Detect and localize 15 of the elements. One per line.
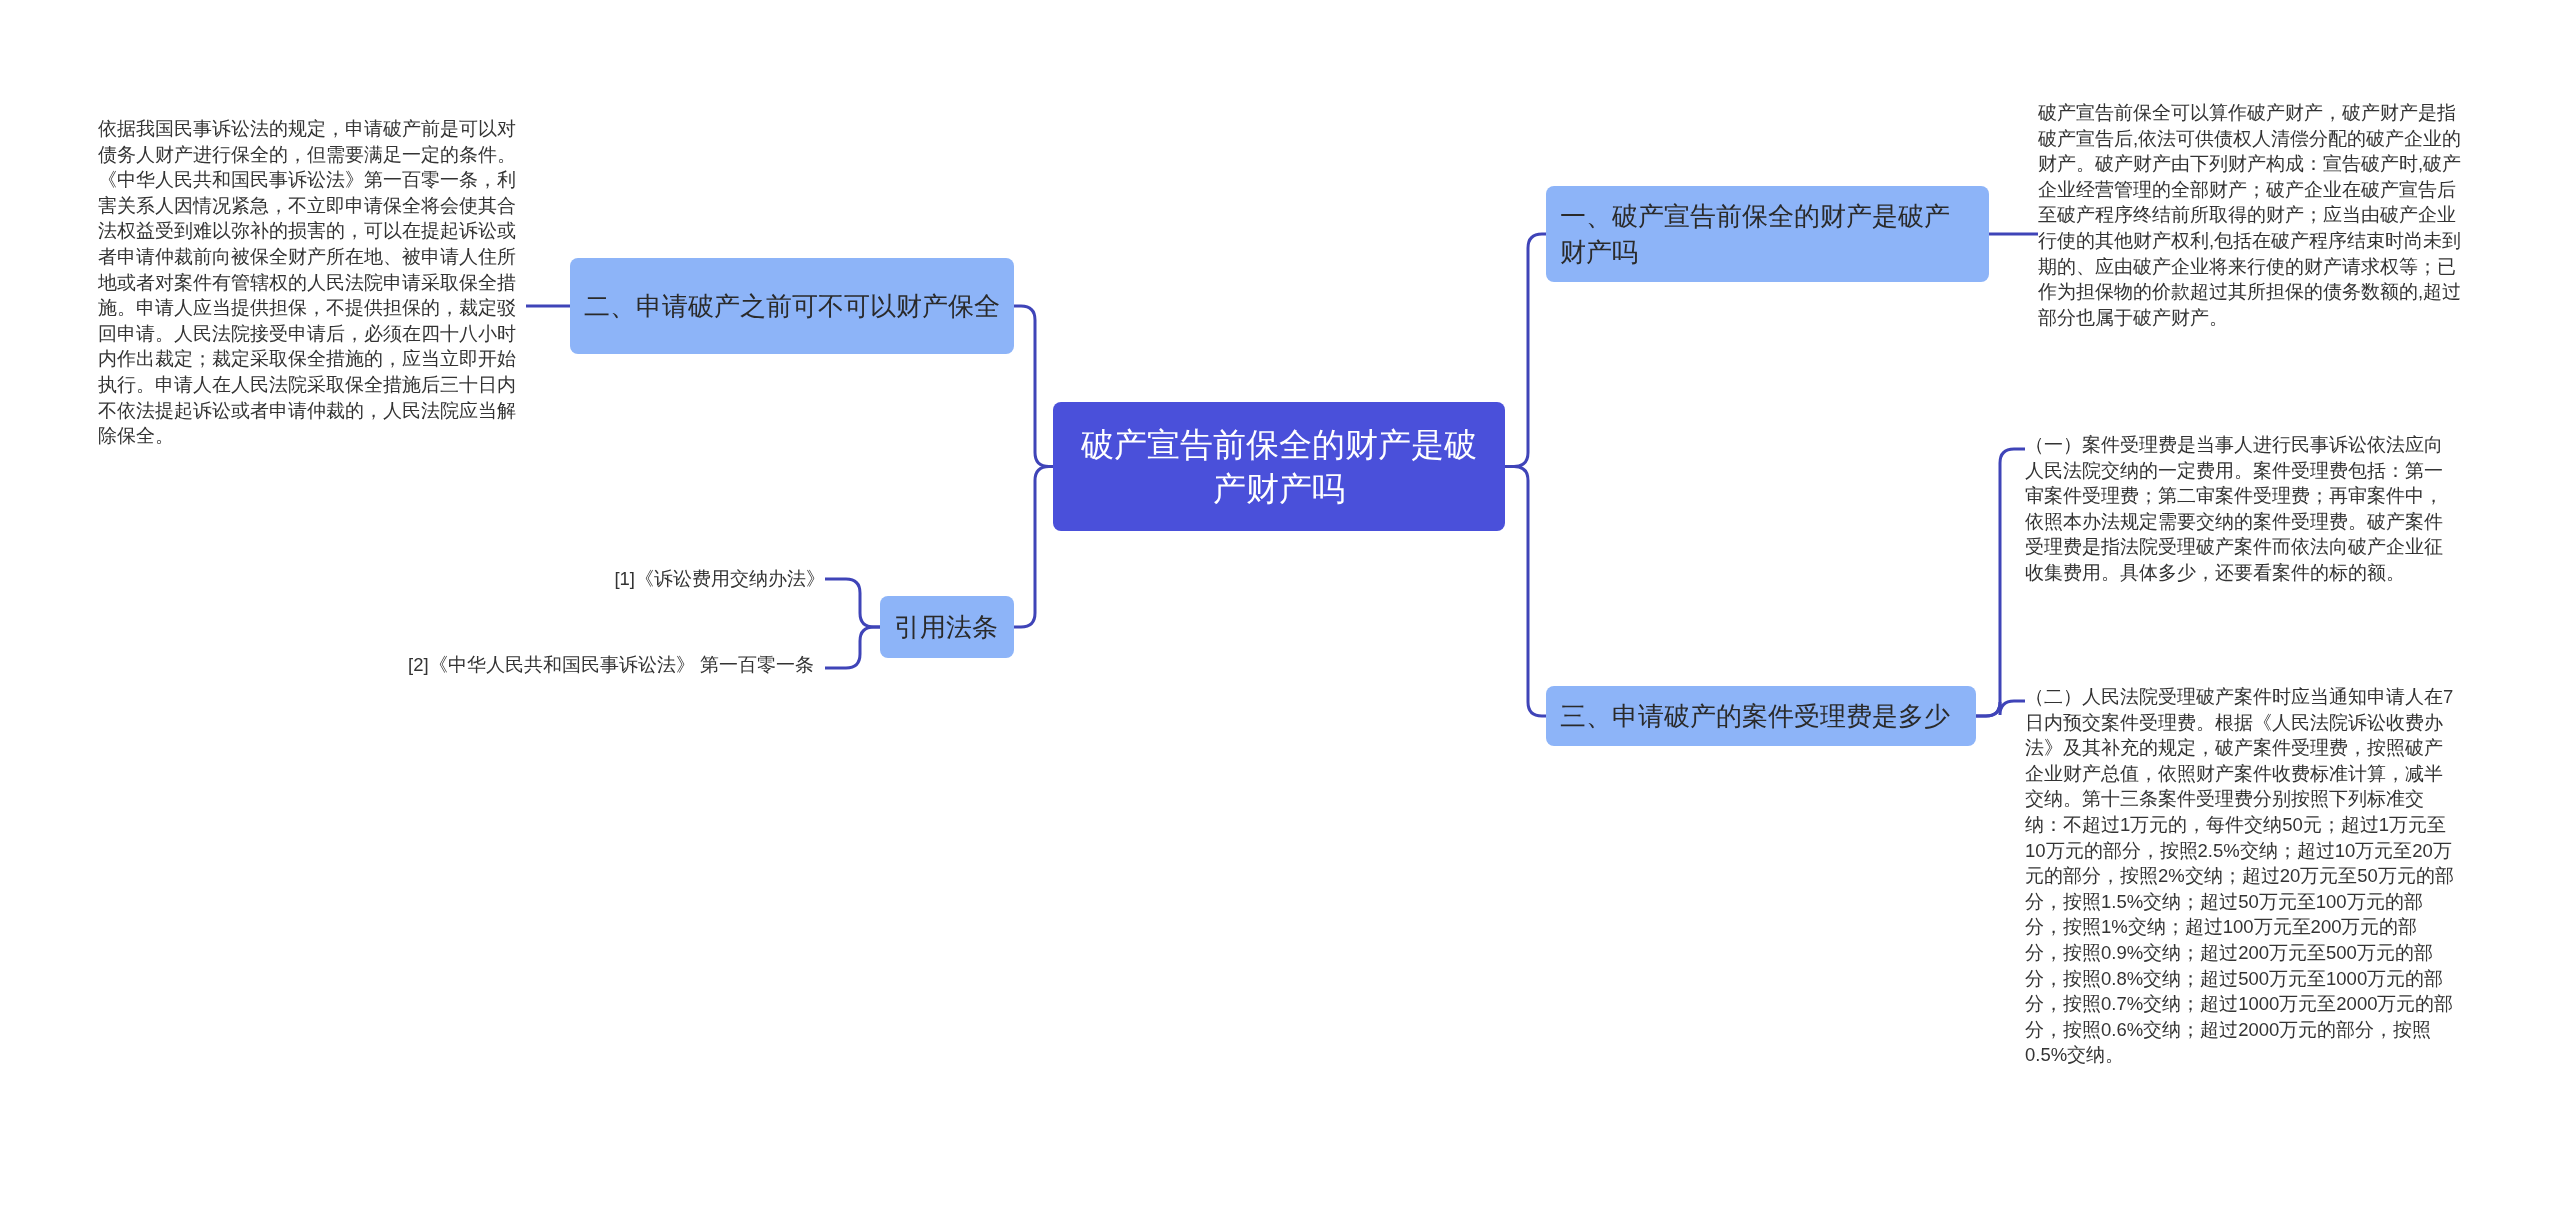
connector-line	[1989, 232, 2038, 236]
topic-box: 引用法条	[880, 596, 1014, 658]
note-text: （一）案件受理费是当事人进行民事诉讼依法应向人民法院交纳的一定费用。案件受理费包括：第一审案件受理费；第二审案件受理费；再审案件中，依照本办法规定需要交纳的案件受理费。破产案件受理费是指法院受理破产案件而依法向破产企业征收集费用。具体多少，还要看案件的标的额。	[2025, 432, 2455, 586]
topic-box: 二、申请破产之前可不可以财产保全	[570, 258, 1014, 354]
note-text: 破产宣告前保全可以算作破产财产，破产财产是指破产宣告后,依法可供债权人清偿分配的破产企业的财产。破产财产由下列财产构成：宣告破产时,破产企业经营管理的全部财产；破产企业在破产宣告后至破产程序终结前所取得的财产；应当由破产企业行使的其他财产权利,包括在破产程序结束时尚未到期的、应由破产企业将来行使的财产请求权等；已作为担保物的价款超过其所担保的债务数额的,超过部分也属于破产财产。	[2038, 100, 2470, 331]
note-text: （二）人民法院受理破产案件时应当通知申请人在7日内预交案件受理费。根据《人民法院诉讼收费办法》及其补充的规定，破产案件受理费，按照破产企业财产总值，依照财产案件收费标准计算，减半交纳。第十三条案件受理费分别按照下列标准交纳：不超过1万元的，每件交纳50元；超过1万元至10万元的部分，按照2.5%交纳；超过10万元至20万元的部分，按照2%交纳；超过20万元至50万元的部分，按照1.5%交纳；超过50万元至100万元的部分，按照1%交纳；超过100万元至200万元的部分，按照0.9%交纳；超过200万元至500万元的部分，按照0.8%交纳；超过500万元至1000万元的部分，按照0.7%交纳；超过1000万元至2000万元的部分，按照0.6%交纳；超过2000万元的部分，按照0.5%交纳。	[2025, 684, 2455, 1068]
note-text: [2]《中华人民共和国民事诉讼法》 第一百零一条	[408, 652, 825, 678]
connector-line	[526, 304, 570, 308]
connector-line	[1976, 699, 2025, 718]
central-topic-box: 破产宣告前保全的财产是破产财产吗	[1053, 402, 1505, 531]
note-text: 依据我国民事诉讼法的规定，申请破产前是可以对债务人财产进行保全的，但需要满足一定的条件。《中华人民共和国民事诉讼法》第一百零一条，利害关系人因情况紧急，不立即申请保全将会使其合法权益受到难以弥补的损害的，可以在提起诉讼或者申请仲裁前向被保全财产所在地、被申请人住所地或者对案件有管辖权的人民法院申请采取保全措施。申请人应当提供担保，不提供担保的，裁定驳回申请。人民法院接受申请后，必须在四十八小时内作出裁定；裁定采取保全措施的，应当立即开始执行。申请人在人民法院采取保全措施后三十日内不依法提起诉讼或者申请仲裁的，人民法院应当解除保全。	[98, 116, 526, 449]
note-text: [1]《诉讼费用交纳办法》	[560, 566, 825, 592]
connector-line	[825, 625, 880, 670]
topic-box: 一、破产宣告前保全的财产是破产财产吗	[1546, 186, 1989, 282]
topic-box: 三、申请破产的案件受理费是多少	[1546, 686, 1976, 746]
